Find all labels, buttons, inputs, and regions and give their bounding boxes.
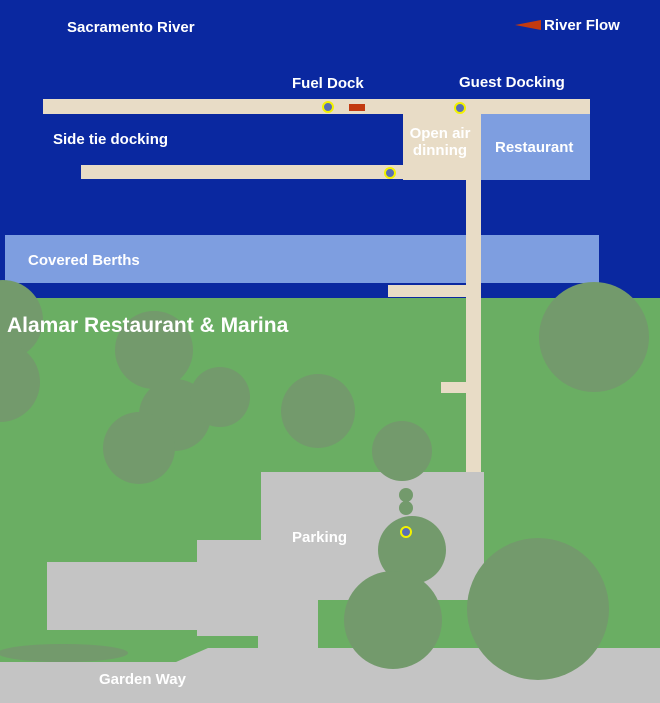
- shore-walk-stub: [441, 382, 468, 393]
- tree: [115, 311, 193, 389]
- side-tie-dock: [81, 165, 481, 179]
- fuel-dock-label: Fuel Dock: [292, 75, 364, 92]
- open-air-dining-label-line1: Open air: [409, 125, 471, 142]
- river-flow-arrow-icon: [515, 20, 541, 30]
- tree: [281, 374, 355, 448]
- parking-drive: [258, 598, 318, 650]
- open-air-dining-label-line2: dinning: [412, 142, 468, 160]
- covered-berths-building: [5, 235, 599, 283]
- fuel-pump: [349, 104, 365, 111]
- docks: [43, 99, 590, 474]
- tree: [0, 280, 43, 360]
- tree: [190, 367, 250, 427]
- garden-way-label: Garden Way: [99, 671, 186, 688]
- garden-way-shadow: [0, 644, 128, 662]
- trees: [0, 280, 649, 680]
- parking-marker-icon: [400, 526, 412, 538]
- open-air-dining-label: Open air dinning: [403, 125, 477, 160]
- side-tie-marker-icon: [384, 167, 396, 179]
- guest-docking-marker-icon: [454, 102, 466, 114]
- tree: [378, 516, 446, 584]
- tree: [539, 282, 649, 392]
- side-tie-docking-label: Side tie docking: [53, 131, 169, 148]
- open-air-dining-deck: [403, 114, 481, 180]
- guest-docking-label: Guest Docking: [459, 74, 565, 91]
- tree: [0, 342, 40, 422]
- river-flow-label: River Flow: [544, 17, 620, 34]
- tree: [344, 571, 442, 669]
- berth-access-walk: [388, 285, 468, 297]
- tree: [467, 538, 609, 680]
- tree: [399, 488, 413, 502]
- fuel-dock-marker-icon: [322, 101, 334, 113]
- gangway-walkway: [466, 178, 481, 474]
- main-dock: [43, 99, 590, 114]
- tree: [399, 501, 413, 515]
- tree: [372, 421, 432, 481]
- river-label: Sacramento River: [67, 19, 195, 36]
- map-title: Alamar Restaurant & Marina: [7, 314, 289, 337]
- tree: [103, 412, 175, 484]
- parking-lot-lower: [47, 562, 277, 630]
- parking-label: Parking: [292, 529, 348, 546]
- restaurant-label: Restaurant: [495, 139, 574, 156]
- covered-berths-label: Covered Berths: [28, 252, 140, 269]
- location-markers: [322, 101, 466, 538]
- restaurant-building: [481, 114, 590, 180]
- pavement: [0, 472, 660, 703]
